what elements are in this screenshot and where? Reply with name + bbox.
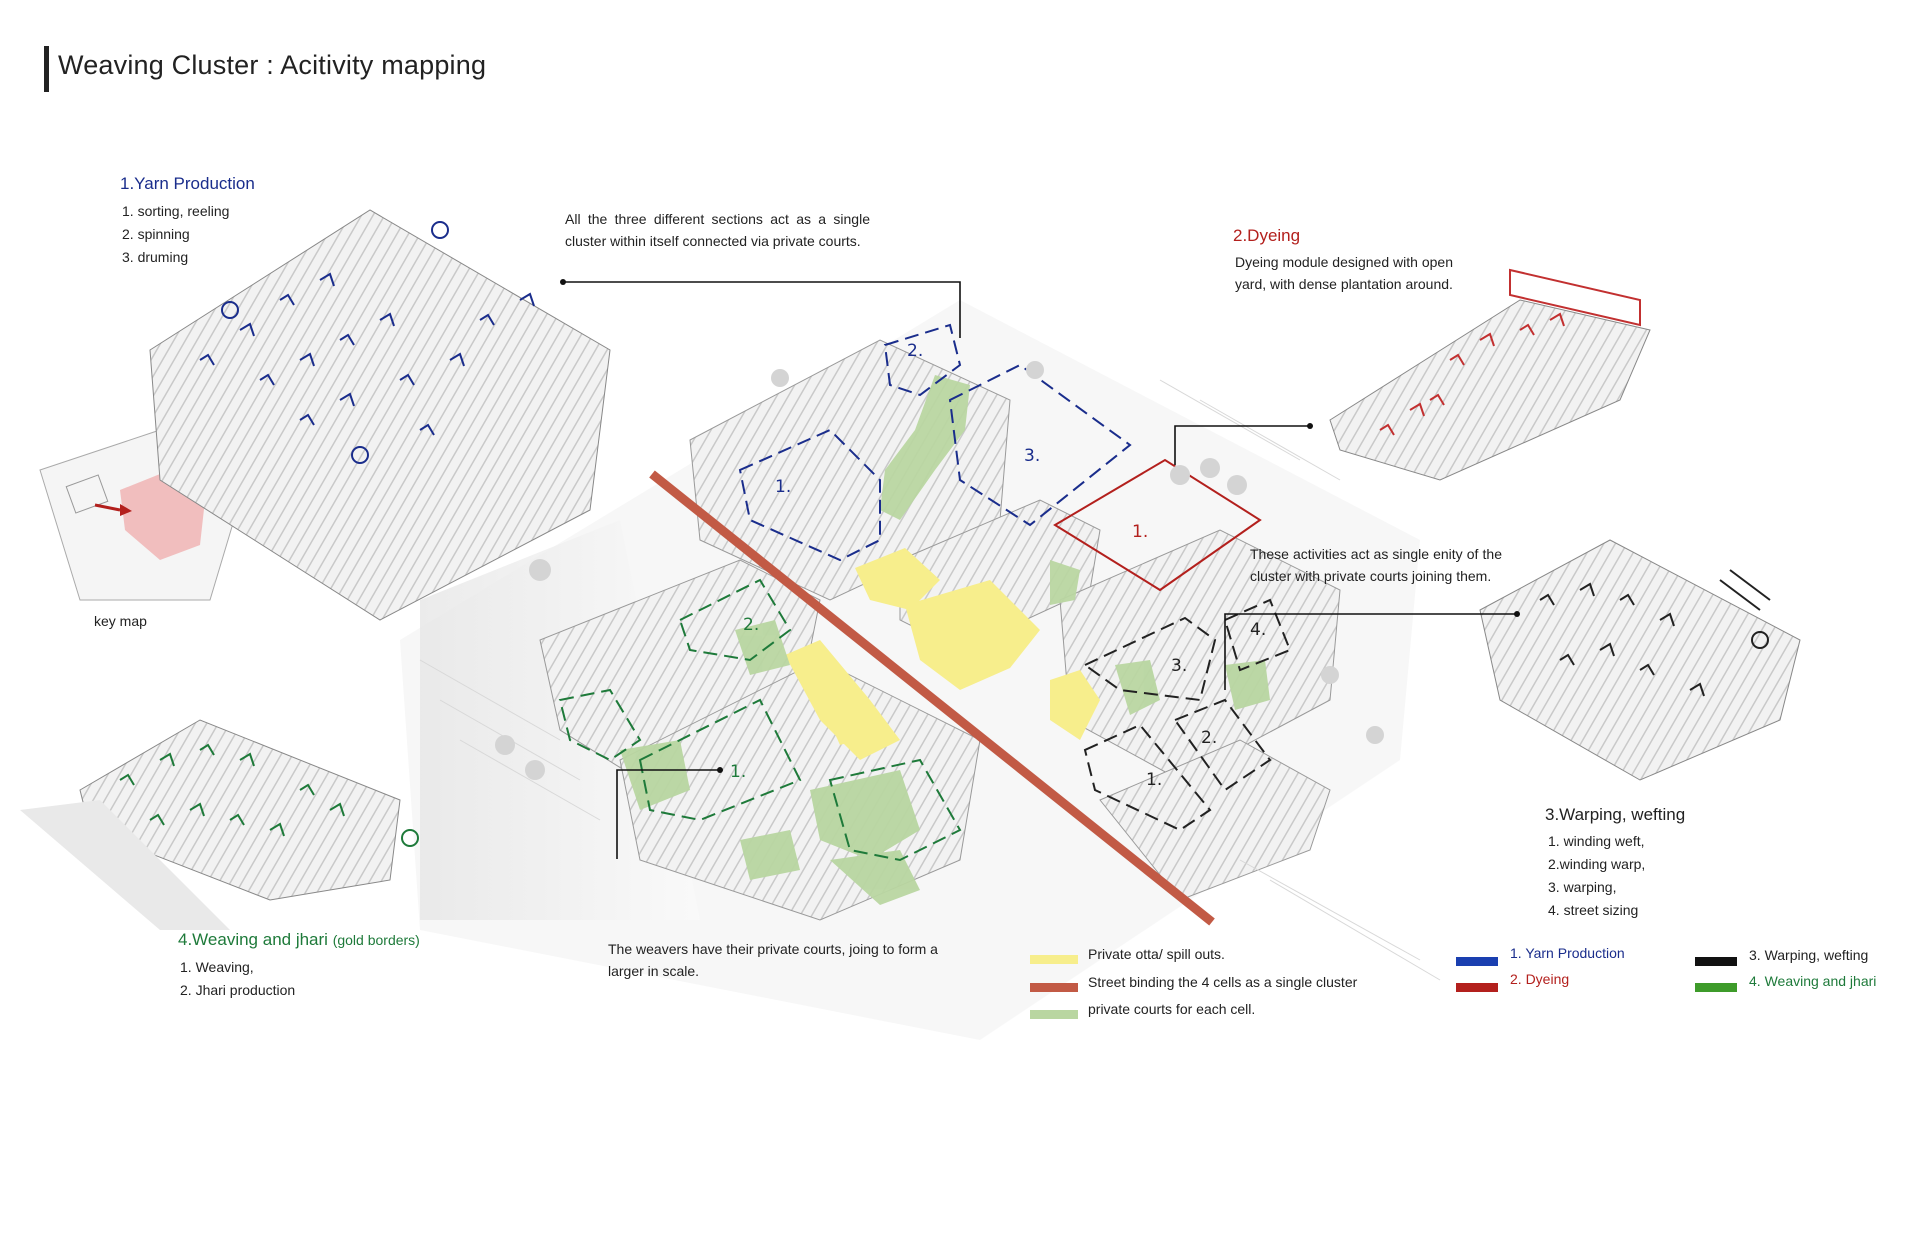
trees (495, 361, 1384, 780)
weaving-title-main: 4.Weaving and jhari (178, 930, 328, 949)
yarn-zones (738, 323, 1132, 562)
warping-zone-label-2: 2. (1201, 728, 1218, 748)
yarn-items: 1. sorting, reeling 2. spinning 3. drumi… (122, 200, 229, 269)
key-map-label: key map (94, 613, 147, 629)
legend-swatch-courts (1030, 1010, 1078, 1019)
warping-section-title: 3.Warping, wefting (1545, 805, 1686, 824)
yarn-section-title: 1.Yarn Production (120, 174, 255, 193)
yarn-vignette (149, 209, 611, 621)
yarn-zone-label-3: 3. (1024, 446, 1041, 466)
warping-zone-label-3: 3. (1171, 656, 1188, 676)
yarn-zone-label-2: 2. (907, 341, 924, 361)
page-title: Weaving Cluster : Acitivity mapping (58, 50, 487, 80)
warping-vignette (1479, 539, 1801, 781)
warping-items: 1. winding weft, 2.winding warp, 3. warp… (1548, 830, 1645, 922)
court-zones (620, 375, 1270, 905)
callout-lines (563, 281, 1517, 859)
yarn-item: 1. sorting, reeling (122, 203, 230, 219)
weaving-item: 1. Weaving, (180, 959, 254, 975)
street-line (649, 470, 1215, 926)
weaving-zones (558, 578, 962, 862)
legend-swatch-street (1030, 983, 1078, 992)
dyeing-zone (1053, 458, 1262, 592)
yarn-item: 2. spinning (122, 226, 190, 242)
weaving-section-title: 4.Weaving and jhari (gold borders) (178, 930, 420, 950)
weaving-vignette (20, 719, 419, 930)
warping-item: 3. warping, (1548, 879, 1617, 895)
weaving-item: 2. Jhari production (180, 982, 296, 998)
warping-zone-label-1: 1. (1146, 770, 1163, 790)
warping-item: 1. winding weft, (1548, 833, 1645, 849)
legend-label-otta: Private otta/ spill outs. (1088, 946, 1225, 962)
legend-label-weaving: 4. Weaving and jhari (1749, 973, 1877, 989)
legend-swatch-otta (1030, 955, 1078, 964)
legend-label-dyeing: 2. Dyeing (1510, 971, 1570, 987)
annotation-right-mid: These activities act as single enity of … (1250, 546, 1502, 584)
legend-swatch-dyeing (1456, 983, 1498, 992)
dyeing-section-title: 2.Dyeing (1233, 226, 1301, 245)
legend-swatch-yarn (1456, 957, 1498, 966)
annotation-top-center: All the three different sections act as … (565, 211, 870, 249)
dyeing-zone-label-1: 1. (1132, 522, 1149, 542)
warping-item: 4. street sizing (1548, 902, 1639, 918)
legend-label-warping: 3. Warping, wefting (1749, 947, 1869, 963)
legend-swatch-warping (1695, 957, 1737, 966)
yarn-item: 3. druming (122, 249, 189, 265)
warping-zones (1083, 598, 1292, 832)
weaving-zone-label-2: 2. (743, 615, 760, 635)
weaving-zone-label-1: 1. (730, 762, 747, 782)
weaving-items: 1. Weaving, 2. Jhari production (180, 956, 295, 1002)
annotation-bottom-center: The weavers have their private courts, j… (608, 941, 938, 979)
legend-label-courts: private courts for each cell. (1088, 1001, 1256, 1017)
warping-item: 2.winding warp, (1548, 856, 1646, 872)
title-accent-bar (44, 46, 49, 92)
otta-zones (785, 548, 1100, 760)
legend-label-yarn: 1. Yarn Production (1510, 945, 1625, 961)
callout-dots (560, 279, 1520, 773)
warping-zone-label-4: 4. (1250, 620, 1267, 640)
legend-label-street: Street binding the 4 cells as a single c… (1088, 974, 1358, 990)
legend-swatch-weaving (1695, 983, 1737, 992)
dyeing-vignette (1329, 268, 1651, 481)
weaving-title-suffix: (gold borders) (332, 932, 420, 948)
dyeing-description: Dyeing module designed with open yard, w… (1235, 254, 1453, 292)
yarn-zone-label-1: 1. (775, 477, 792, 497)
